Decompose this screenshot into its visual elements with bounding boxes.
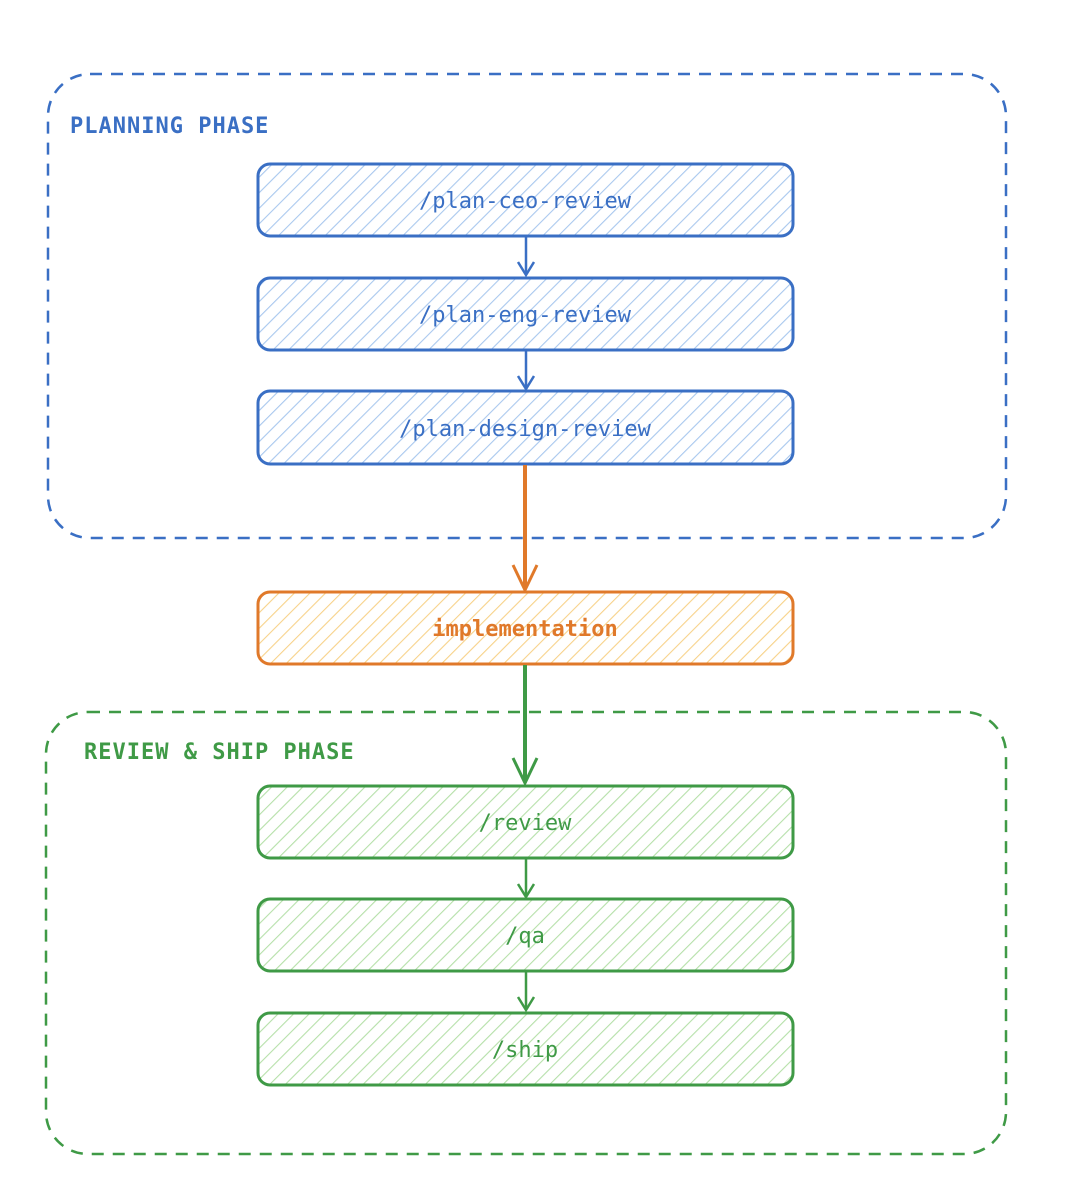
arrow-implementation-to-review [511, 665, 539, 787]
planning-phase-group: PLANNING PHASE /plan-ceo-review /plan-en… [46, 72, 1008, 540]
plan-eng-review-label: /plan-eng-review [419, 303, 632, 328]
ship-label: /ship [492, 1038, 558, 1063]
review-phase-group: REVIEW & SHIP PHASE /review /qa /ship [44, 710, 1008, 1156]
arrow-qa-to-ship [516, 972, 536, 1013]
review-phase-border [44, 710, 1008, 1156]
ship-node[interactable]: /ship [256, 1011, 795, 1087]
arrow-review-to-qa [516, 859, 536, 900]
qa-label: /qa [505, 924, 545, 949]
qa-node[interactable]: /qa [256, 897, 795, 973]
plan-design-review-label: /plan-design-review [399, 417, 651, 442]
arrow-eng-to-design [516, 351, 536, 392]
plan-ceo-review-label: /plan-ceo-review [419, 189, 632, 214]
plan-ceo-review-node[interactable]: /plan-ceo-review [256, 162, 795, 238]
review-phase-title: REVIEW & SHIP PHASE [84, 740, 355, 765]
planning-phase-title: PLANNING PHASE [70, 114, 269, 139]
plan-design-review-node[interactable]: /plan-design-review [256, 389, 795, 466]
arrow-ceo-to-eng [516, 237, 536, 278]
arrow-design-to-implementation [511, 465, 539, 594]
review-node[interactable]: /review [256, 784, 795, 860]
plan-eng-review-node[interactable]: /plan-eng-review [256, 276, 795, 352]
implementation-node[interactable]: implementation [256, 590, 795, 666]
implementation-label: implementation [432, 617, 617, 642]
review-label: /review [479, 811, 572, 836]
